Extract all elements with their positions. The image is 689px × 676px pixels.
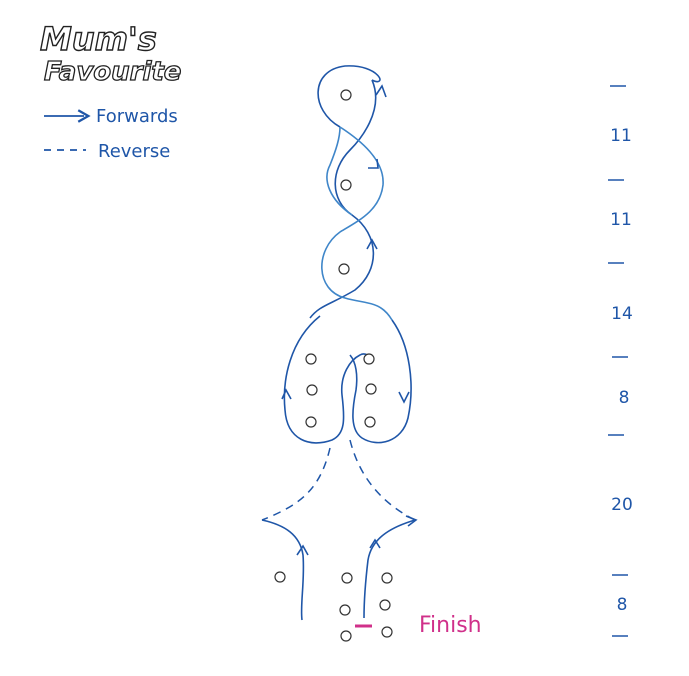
marker-dot xyxy=(274,571,286,583)
marker-dot xyxy=(364,416,376,428)
marker-dot xyxy=(338,263,350,275)
direction-arrow-icon xyxy=(281,388,292,400)
forward-path-weave-dark xyxy=(309,79,377,319)
marker-dot xyxy=(363,353,375,365)
legend-reverse-label: Reverse xyxy=(98,141,170,162)
marker-dot xyxy=(305,416,317,428)
direction-arrow-icon xyxy=(398,391,410,404)
measurement-scale xyxy=(608,85,628,637)
direction-arrow-icon xyxy=(366,238,378,250)
legend-forwards-label: Forwards xyxy=(96,106,178,127)
scale-value: 20 xyxy=(611,495,633,515)
reverse-path-left xyxy=(261,447,331,521)
title-line2: Favourite xyxy=(44,57,181,87)
title-line1: Mum's xyxy=(40,20,157,58)
direction-arrow-icon xyxy=(369,538,381,549)
forward-path-weave-light xyxy=(321,126,393,321)
marker-dot xyxy=(340,89,352,101)
forward-path-left-lobe xyxy=(283,315,373,444)
scale-values: 11 11 14 8 20 8 xyxy=(610,126,633,615)
forward-path-lower-right xyxy=(363,519,416,619)
scale-value: 8 xyxy=(619,388,630,408)
direction-arrow-icon xyxy=(368,158,379,169)
marker-group xyxy=(274,89,393,642)
forward-path-right-lobe xyxy=(349,319,412,444)
scale-value: 11 xyxy=(610,210,632,230)
marker-dot xyxy=(339,604,351,616)
reverse-path-right xyxy=(349,439,416,521)
forward-path-weave-light-2 xyxy=(326,126,353,216)
marker-dot xyxy=(305,353,317,365)
scale-value: 8 xyxy=(617,595,628,615)
forward-path-lower-left xyxy=(261,519,305,621)
forward-path-weave-dark-2 xyxy=(317,65,381,128)
scale-value: 14 xyxy=(611,304,633,324)
marker-dot xyxy=(381,572,393,584)
marker-dot xyxy=(365,383,377,395)
scale-value: 11 xyxy=(610,126,632,146)
legend: Forwards Reverse xyxy=(44,106,178,162)
finish-label: Finish xyxy=(419,613,482,638)
marker-dot xyxy=(340,179,352,191)
direction-arrow-icon xyxy=(405,515,418,527)
marker-dot xyxy=(306,384,318,396)
direction-arrow-icon xyxy=(296,544,309,556)
direction-arrow-icon xyxy=(375,84,387,98)
marker-dot xyxy=(381,626,393,638)
marker-dot xyxy=(341,572,353,584)
marker-dot xyxy=(379,599,391,611)
marker-dot xyxy=(340,630,352,642)
